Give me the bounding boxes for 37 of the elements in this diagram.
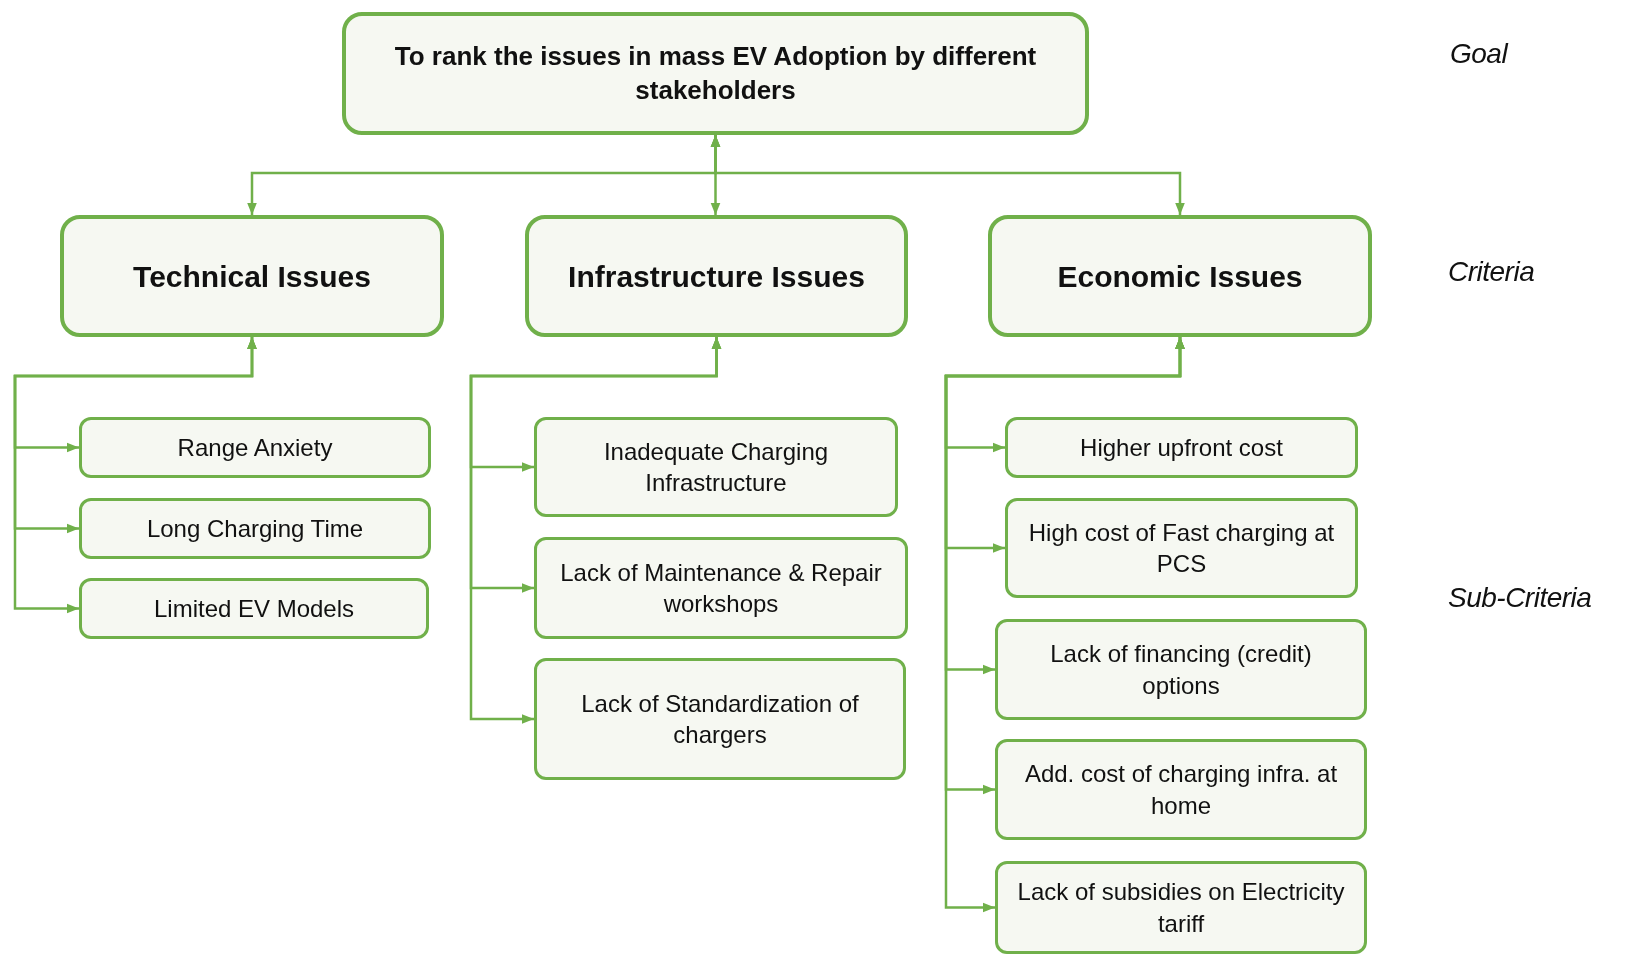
sub-criterion-box [995, 739, 1367, 840]
sub-criterion-box [995, 619, 1367, 720]
sub-criterion-label: Lack of financing (credit) options [1049, 639, 1313, 701]
goal-text: To rank the issues in mass EV Adoption by different stakeholders [393, 39, 1038, 107]
sub-criterion-label: Range Anxiety [176, 432, 334, 463]
sub-criterion-box [534, 658, 906, 780]
criterion-box [60, 215, 444, 337]
sub-criterion-label: Limited EV Models [152, 593, 356, 624]
connector-arrow [944, 337, 1185, 913]
connector-arrow [469, 337, 722, 724]
level-label: Sub-Criteria [1448, 582, 1592, 614]
sub-criterion-box [534, 417, 898, 517]
criterion-label: Technical Issues [132, 258, 372, 295]
goal-box [342, 12, 1089, 135]
sub-criterion-box [534, 537, 908, 639]
sub-criterion-box [79, 417, 431, 478]
sub-criterion-label: Higher upfront cost [1079, 432, 1284, 463]
sub-criterion-label: High cost of Fast charging at PCS [1027, 517, 1336, 579]
sub-criterion-box [995, 861, 1367, 954]
sub-criterion-label: Inadequate Charging Infrastructure [602, 436, 830, 498]
criterion-box [525, 215, 908, 337]
criterion-label: Infrastructure Issues [567, 258, 866, 295]
criterion-box [988, 215, 1372, 337]
criterion-label: Economic Issues [1056, 258, 1304, 295]
sub-criterion-box [1005, 417, 1358, 478]
sub-criterion-box [79, 578, 429, 639]
sub-criterion-label: Lack of Standardization of chargers [580, 688, 860, 750]
sub-criterion-box [79, 498, 431, 559]
sub-criterion-label: Lack of Maintenance & Repair workshops [559, 557, 883, 619]
sub-criterion-box [1005, 498, 1358, 598]
sub-criterion-label: Long Charging Time [145, 513, 365, 544]
sub-criterion-label: Lack of subsidies on Electricity tariff [1016, 877, 1346, 939]
level-label: Goal [1450, 38, 1508, 70]
level-label: Criteria [1448, 256, 1535, 288]
connector-arrow [13, 337, 257, 614]
sub-criterion-label: Add. cost of charging infra. at home [1023, 759, 1339, 821]
connector-arrow [710, 135, 1185, 215]
